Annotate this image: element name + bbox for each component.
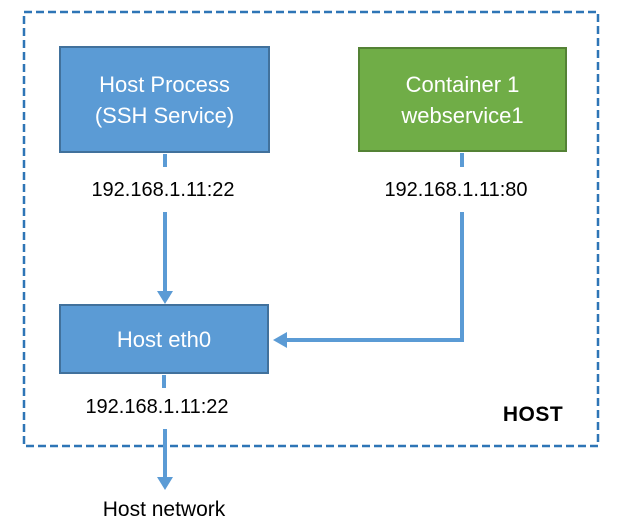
container1-endpoint-label: 192.168.1.11:80 xyxy=(384,179,528,201)
host-network-label: Host network xyxy=(102,498,226,521)
container1-title-line1: Container 1 xyxy=(405,71,520,97)
host-eth0-node: Host eth0 xyxy=(59,304,269,374)
arrowhead-down-to-hostnetwork xyxy=(157,477,173,490)
host-eth0-endpoint-label: 192.168.1.11:22 xyxy=(85,396,229,418)
host-boundary-label: HOST xyxy=(502,403,564,426)
container1-node: Container 1 webservice1 xyxy=(358,47,567,152)
host-eth0-title: Host eth0 xyxy=(116,326,212,352)
host-process-node: Host Process (SSH Service) xyxy=(59,46,270,153)
arrowhead-left-into-eth0 xyxy=(273,332,287,348)
connector-container1-to-eth0 xyxy=(287,212,464,342)
host-process-endpoint-label: 192.168.1.11:22 xyxy=(91,179,235,201)
host-process-title-line1: Host Process xyxy=(99,71,230,97)
host-process-title-line2: (SSH Service) xyxy=(94,102,235,128)
arrowhead-down-into-eth0 xyxy=(157,291,173,304)
container1-title-line2: webservice1 xyxy=(401,102,524,128)
